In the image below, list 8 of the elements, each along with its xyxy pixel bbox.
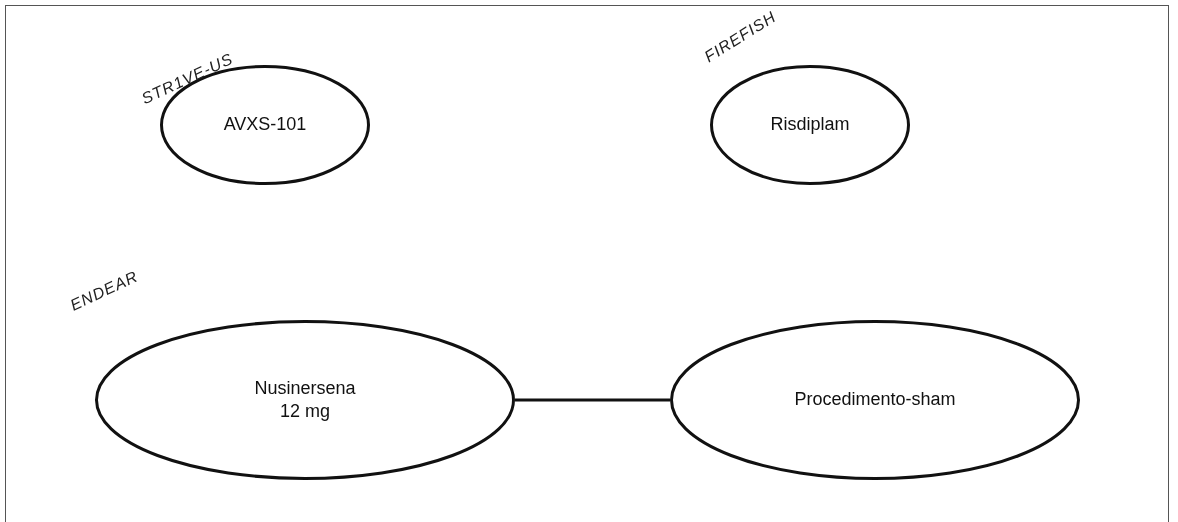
node-label: Procedimento-sham: [794, 388, 956, 412]
ellipse-node: [710, 65, 910, 185]
node-label: Nusinersena 12 mg: [253, 376, 357, 423]
node-label: Risdiplam: [770, 113, 850, 137]
node-label: AVXS-101: [223, 113, 307, 137]
connector-line: [515, 398, 670, 402]
ellipse-node: [670, 320, 1080, 480]
ellipse-node: [95, 320, 515, 480]
